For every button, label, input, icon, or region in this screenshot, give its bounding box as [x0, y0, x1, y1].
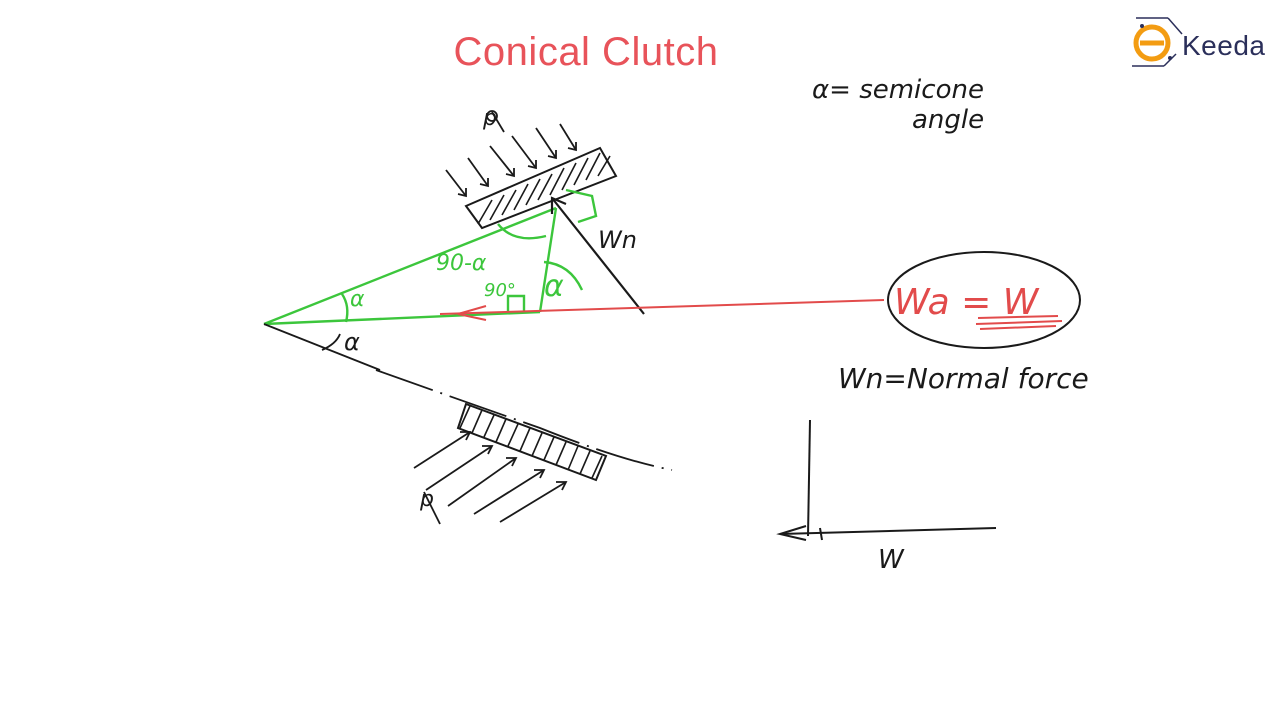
label-w-small: W — [878, 545, 905, 575]
logo-wordmark: Keeda — [1182, 30, 1266, 61]
label-90-minus-alpha: 90-α — [436, 251, 487, 276]
alpha-definition-line2: angle — [912, 105, 984, 135]
bottom-pressure-arrows — [413, 431, 568, 525]
normal-force-arrow — [550, 196, 645, 315]
label-wn: Wn — [598, 226, 637, 254]
label-alpha-top: α — [350, 287, 365, 312]
label-alpha-right: α — [544, 269, 564, 304]
top-friction-block — [464, 146, 618, 230]
ekeeda-logo-icon — [1132, 17, 1183, 67]
force-triangle — [263, 188, 598, 326]
bottom-friction-block — [456, 402, 608, 482]
wa-equals-w-callout: Wa = W — [887, 251, 1081, 349]
label-p-bottom: p — [419, 487, 434, 512]
lower-cone-line — [263, 323, 673, 471]
small-axes — [776, 419, 997, 541]
top-pressure-arrows — [445, 110, 577, 198]
label-p-top: p — [482, 106, 497, 131]
axial-force-line — [439, 299, 885, 321]
slide-title: Conical Clutch — [453, 30, 719, 74]
wn-definition: Wn=Normal force — [838, 362, 1089, 395]
label-alpha-bottom: α — [344, 328, 360, 356]
alpha-definition-line1: α= semicone — [812, 75, 984, 105]
label-90-degrees: 90° — [484, 280, 516, 301]
